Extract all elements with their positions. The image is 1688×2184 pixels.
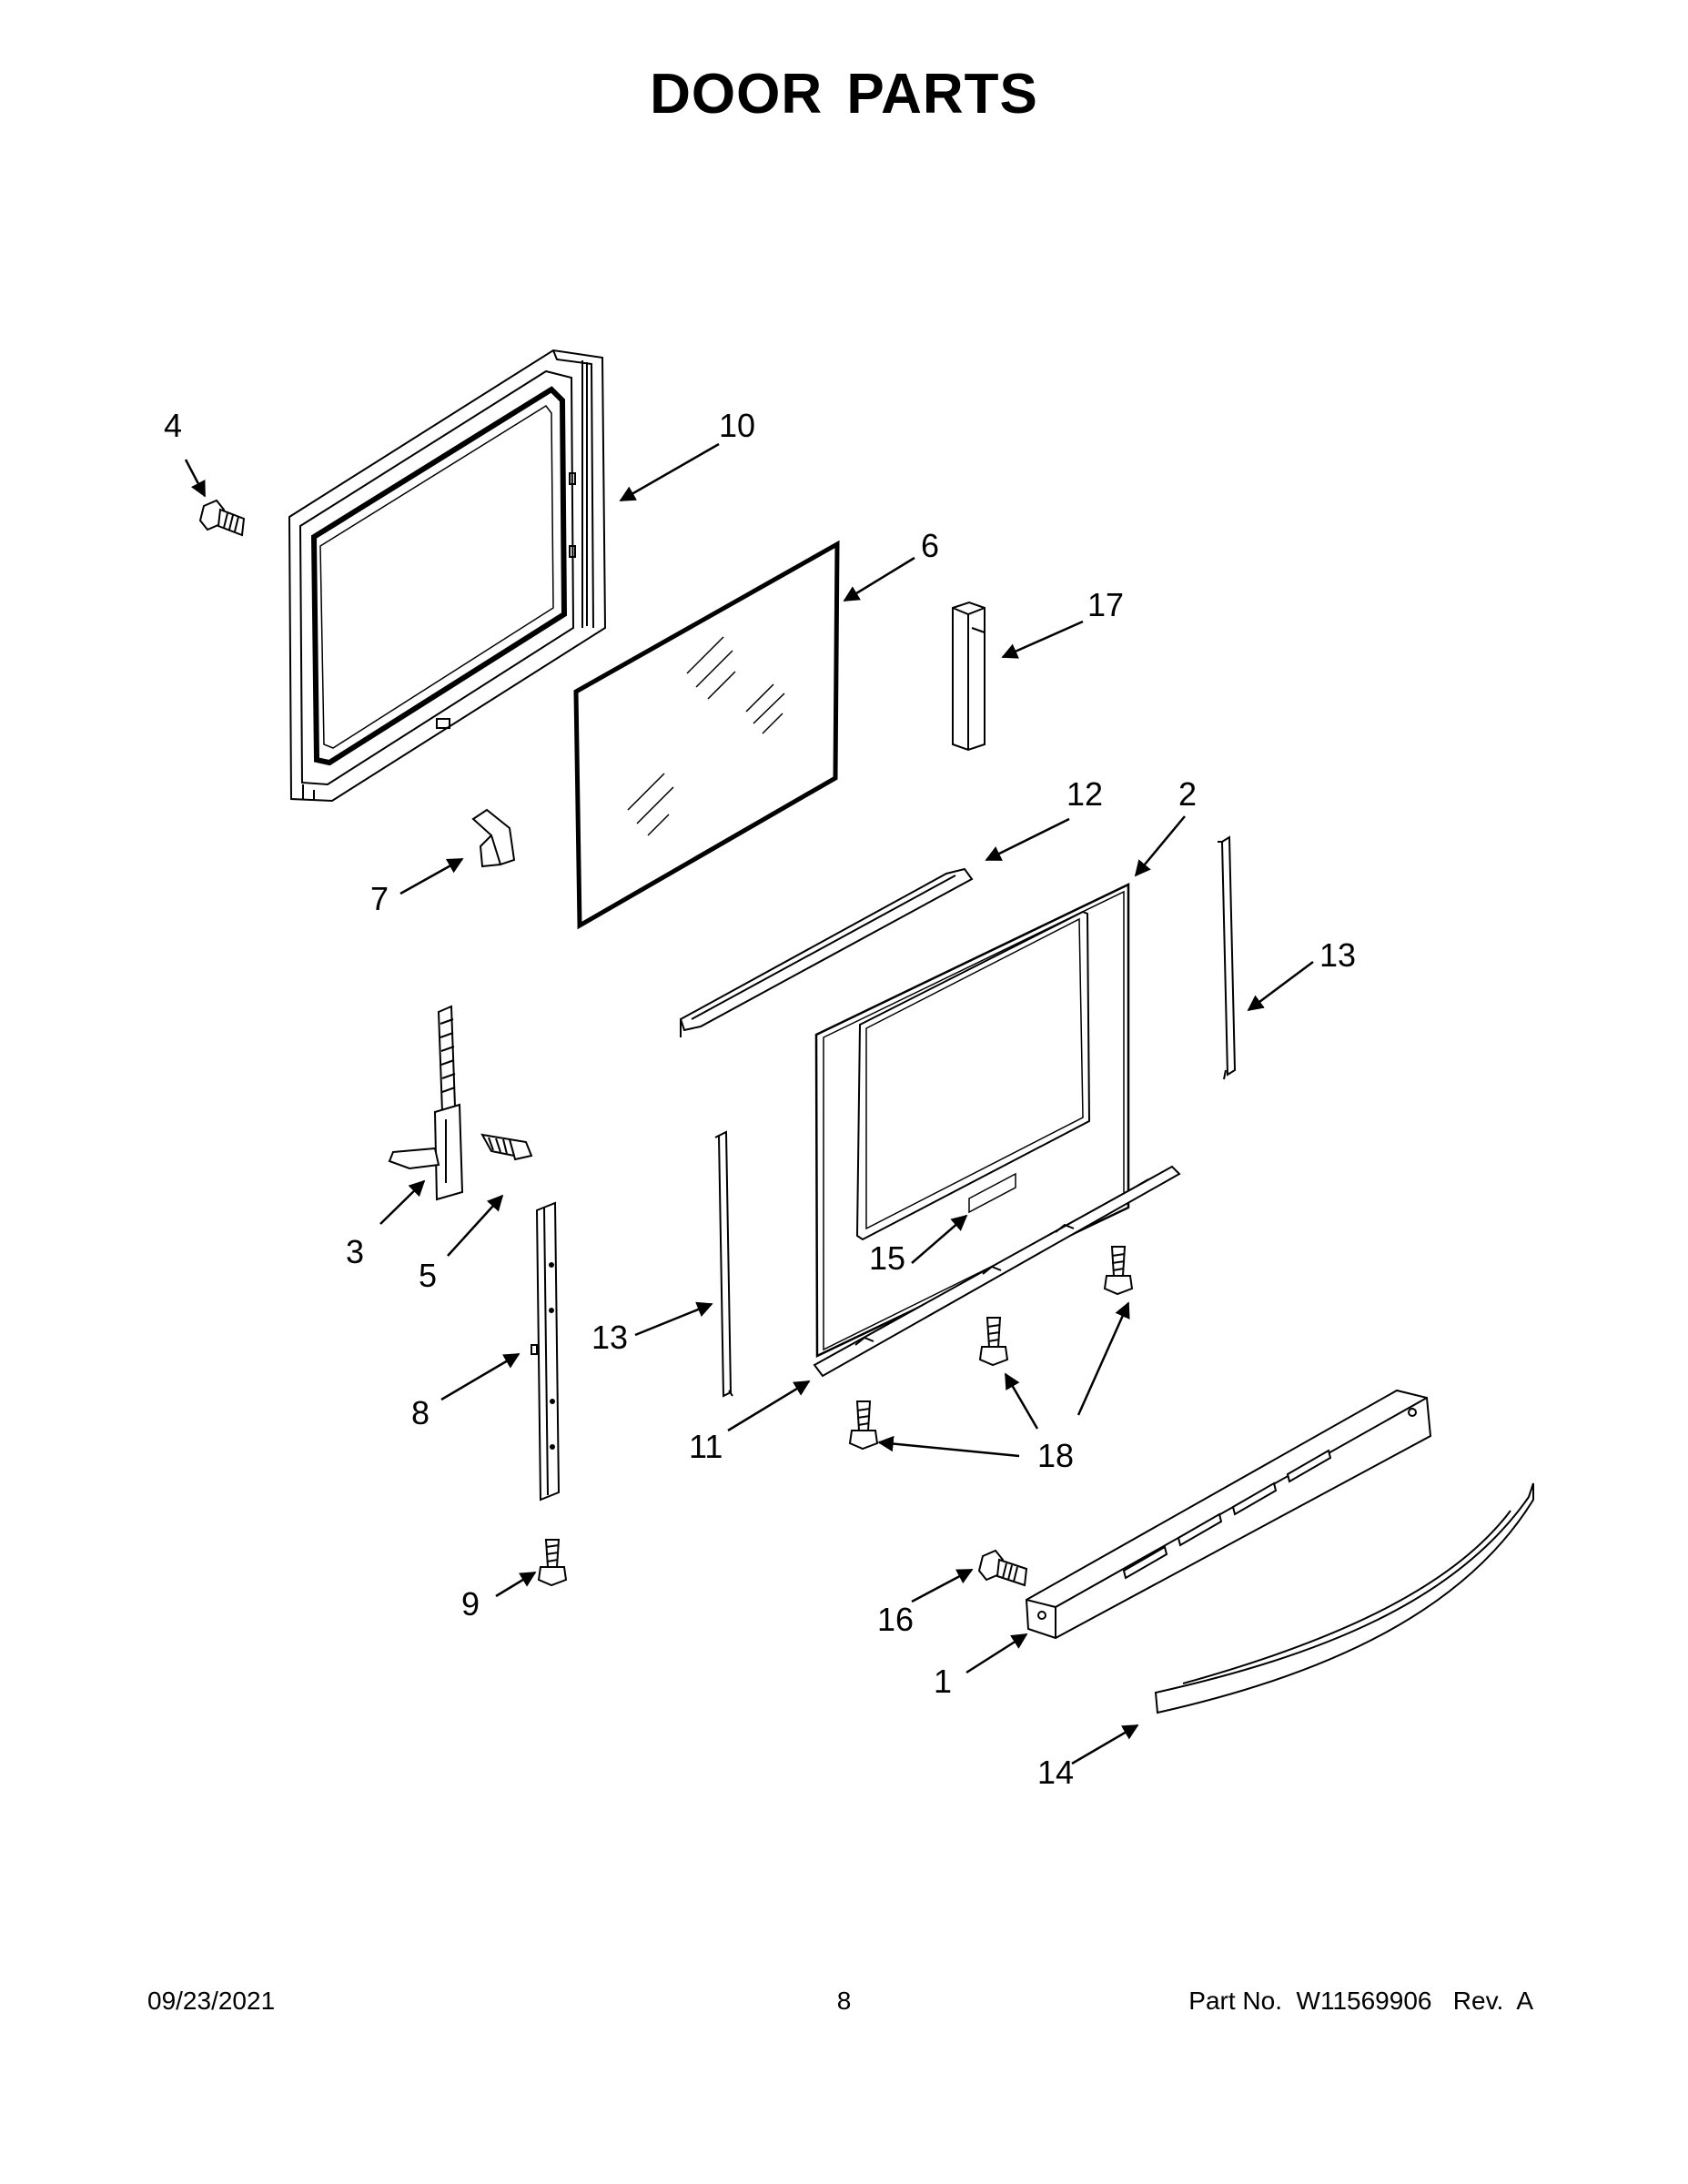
callout-18: 18	[1037, 1437, 1074, 1474]
footer-date: 09/23/2021	[147, 1987, 276, 2015]
callout-14: 14	[1037, 1754, 1074, 1791]
leader-arrows	[184, 442, 1314, 1765]
callout-9: 9	[461, 1585, 480, 1623]
callout-17: 17	[1087, 586, 1124, 623]
footer-page-number: 8	[836, 1987, 852, 2015]
page-title: DOOR PARTS	[650, 63, 1038, 126]
callout-12: 12	[1066, 775, 1103, 813]
part-3-hinge[interactable]	[388, 1005, 464, 1201]
part-4-screw[interactable]	[198, 499, 246, 537]
part-10-door-liner[interactable]	[288, 349, 607, 803]
part-9-screw[interactable]	[537, 1539, 568, 1587]
callout-16: 16	[877, 1601, 914, 1638]
callout-6: 6	[921, 527, 939, 564]
callout-10: 10	[719, 407, 755, 444]
part-17-spacer-block[interactable]	[952, 601, 986, 752]
part-18-screws[interactable]	[848, 1246, 1134, 1451]
part-13-side-trim-left[interactable]	[714, 1130, 733, 1398]
callout-7: 7	[370, 880, 389, 917]
part-6-glass-pane[interactable]	[573, 540, 840, 930]
callout-11: 11	[689, 1428, 723, 1465]
part-1-handle-bracket[interactable]	[1025, 1389, 1432, 1640]
callout-13-left: 13	[591, 1319, 628, 1356]
callout-2: 2	[1178, 775, 1197, 813]
part-16-screw[interactable]	[977, 1549, 1028, 1587]
callout-4: 4	[164, 407, 182, 444]
part-7-clip[interactable]	[471, 808, 516, 868]
part-14-handle[interactable]	[1154, 1482, 1534, 1714]
callout-3: 3	[346, 1233, 364, 1270]
part-8-hinge-receiver[interactable]	[531, 1201, 561, 1502]
callout-8: 8	[411, 1394, 430, 1431]
part-5-hinge-screw[interactable]	[480, 1133, 533, 1161]
part-11-bottom-channel[interactable]	[813, 1165, 1181, 1378]
callout-5: 5	[419, 1257, 437, 1294]
part-13-side-trim-right[interactable]	[1218, 835, 1237, 1080]
callout-1: 1	[934, 1663, 952, 1700]
callout-15: 15	[869, 1239, 905, 1277]
part-12-top-trim[interactable]	[679, 867, 974, 1037]
footer-part-number: Part No. W11569906 Rev. A	[1188, 1987, 1533, 2015]
callout-13-right: 13	[1319, 936, 1356, 974]
